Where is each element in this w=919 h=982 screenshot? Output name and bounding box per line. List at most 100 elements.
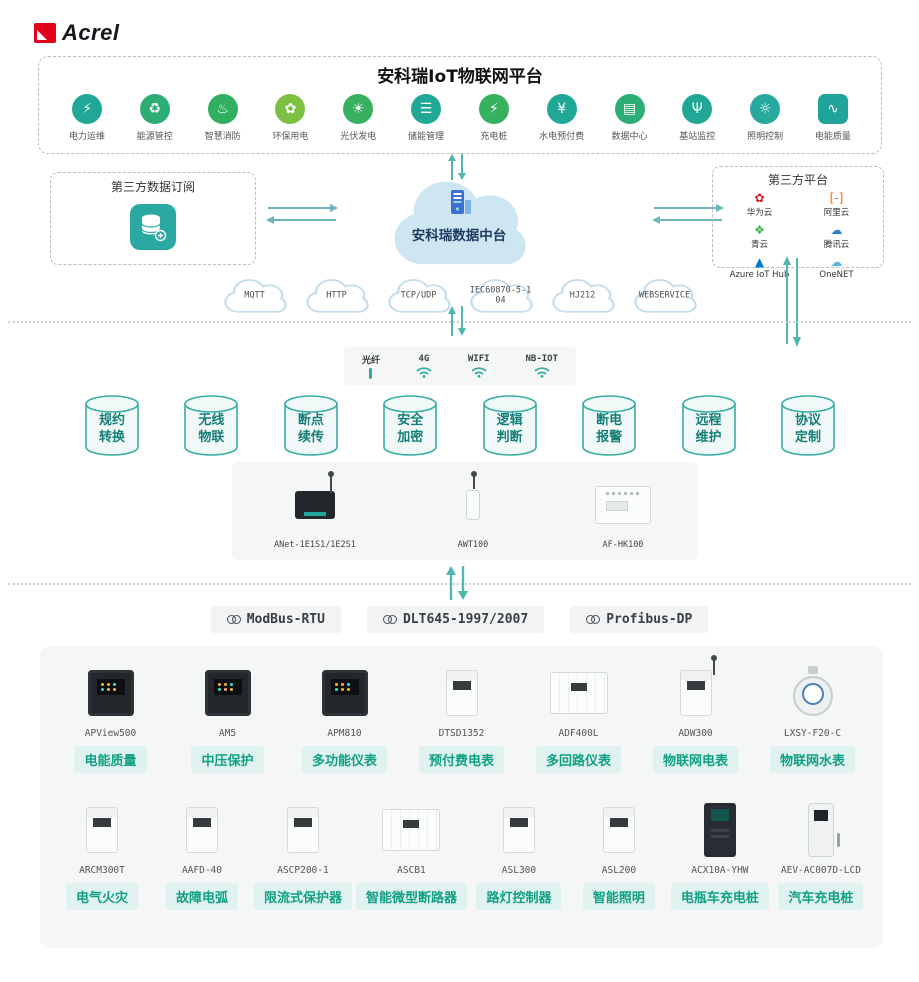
platform-title: 安科瑞IoT物联网平台 bbox=[377, 67, 543, 87]
cloud-outline-icon bbox=[223, 279, 287, 313]
device-screen bbox=[403, 820, 420, 828]
device-detail bbox=[605, 492, 642, 495]
product-category-chip: 汽车充电桩 bbox=[778, 883, 864, 910]
device-screen bbox=[213, 679, 242, 695]
app-label: 储能管理 bbox=[408, 132, 445, 142]
product-model: ASCB1 bbox=[397, 865, 426, 876]
app-icon: ✿ bbox=[275, 94, 306, 124]
product-row-1: APView500 电能质量 AM5 中压保护 bbox=[40, 655, 883, 773]
product-model: AEV-AC007D-LCD bbox=[780, 865, 861, 876]
product-model: APM810 bbox=[327, 728, 362, 739]
updown-arrow-bottom bbox=[446, 566, 468, 600]
bus-protocol-label: ModBus-RTU bbox=[246, 612, 325, 627]
product-section: APView500 电能质量 AM5 中压保护 bbox=[40, 646, 883, 948]
product-category-chip: 物联网水表 bbox=[769, 746, 855, 773]
gateway-model: AF-HK100 bbox=[602, 540, 644, 550]
capability-cylinder: 远程 维护 bbox=[681, 394, 737, 458]
acrel-logo: Acrel bbox=[34, 20, 120, 46]
app-label: 环保用电 bbox=[272, 132, 309, 142]
vendor-name: 腾讯云 bbox=[823, 240, 850, 250]
connectivity-item: 光纤 bbox=[362, 353, 380, 379]
capability-cylinder: 断电 报警 bbox=[581, 394, 637, 458]
product-item: DTSD1352 预付费电表 bbox=[414, 664, 510, 773]
capability-line2: 报警 bbox=[596, 430, 623, 445]
product-image bbox=[663, 655, 729, 722]
dashed-divider-lower bbox=[8, 583, 911, 585]
capability-cylinder: 逻辑 判断 bbox=[482, 394, 538, 458]
app-icon: ¥ bbox=[546, 94, 577, 124]
vendor-item: ✿ 华为云 bbox=[721, 192, 798, 218]
product-image bbox=[780, 664, 846, 722]
vendor-item: [-] 阿里云 bbox=[798, 192, 875, 218]
capability-line2: 判断 bbox=[496, 430, 523, 445]
device-screen bbox=[452, 681, 471, 690]
connectivity-label: WIFI bbox=[467, 354, 490, 364]
product-item: ASCB1 智能微型断路器 bbox=[355, 801, 467, 910]
app-icon-glyph: ♻ bbox=[148, 101, 162, 117]
updown-arrow-middle bbox=[448, 306, 466, 336]
cloud-shape bbox=[394, 181, 526, 265]
link-icon bbox=[226, 614, 241, 625]
product-item: AM5 中压保护 bbox=[180, 664, 276, 773]
protocol-cloud-label: MQTT bbox=[244, 290, 265, 301]
app-label: 照明控制 bbox=[747, 132, 784, 142]
app-icon-glyph: ▤ bbox=[622, 101, 637, 117]
wifi-icon bbox=[534, 367, 550, 378]
product-category-chip: 电瓶车充电桩 bbox=[670, 883, 769, 910]
cloud-outline-icon bbox=[387, 279, 451, 313]
app-label: 智慧消防 bbox=[204, 132, 241, 142]
app-item: ∿ 电能质量 bbox=[801, 94, 865, 142]
app-icon: Ψ bbox=[682, 94, 713, 124]
app-label: 充电桩 bbox=[480, 132, 508, 142]
app-icon-glyph: Ψ bbox=[691, 101, 703, 117]
protocol-cloud-label: HJ212 bbox=[569, 290, 596, 301]
app-icon: ☀ bbox=[343, 94, 374, 124]
device-detail bbox=[836, 833, 840, 847]
device-screen bbox=[605, 501, 628, 511]
capability-label: 安全 加密 bbox=[382, 412, 438, 446]
antenna-icon bbox=[710, 655, 717, 675]
device-screen bbox=[330, 679, 359, 695]
product-item: APM810 多功能仪表 bbox=[297, 664, 393, 773]
product-image bbox=[788, 801, 854, 859]
product-model: AM5 bbox=[218, 728, 237, 739]
capability-line1: 无线 bbox=[198, 413, 225, 428]
vendor-logo-icon: ❖ bbox=[754, 223, 765, 237]
cylinder-icon bbox=[781, 395, 835, 456]
product-image bbox=[69, 801, 135, 859]
connectivity-label: NB-IOT bbox=[525, 354, 558, 364]
cloud-outline-icon bbox=[469, 279, 533, 313]
gateway-device-image bbox=[590, 476, 656, 534]
product-category-chip: 路灯控制器 bbox=[476, 883, 562, 910]
product-category-chip: 智能照明 bbox=[582, 883, 655, 910]
vendor-grid: ✿ 华为云 [-] 阿里云 ❖ 青云 ☁ 腾讯云 bbox=[713, 188, 883, 280]
bus-protocol-chip: DLT645-1997/2007 bbox=[366, 606, 545, 633]
product-category-chip: 限流式保护器 bbox=[253, 883, 352, 910]
app-icon: ☰ bbox=[411, 94, 442, 124]
fiber-icon bbox=[369, 368, 373, 379]
product-image bbox=[586, 801, 652, 859]
platform-section: 安科瑞IoT物联网平台 ⚡ 电力运维 ♻ 能源管控 bbox=[38, 56, 882, 154]
dashed-divider-upper bbox=[8, 321, 911, 323]
device-screen bbox=[710, 809, 729, 821]
capability-line1: 安全 bbox=[397, 413, 424, 428]
product-category-chip: 物联网电表 bbox=[652, 746, 738, 773]
data-center-cloud: 安科瑞数据中台 bbox=[374, 166, 544, 270]
capability-label: 协议 定制 bbox=[780, 412, 836, 446]
database-add-icon bbox=[130, 204, 176, 250]
device-screen bbox=[609, 818, 628, 827]
third-party-subscribe-section: 第三方数据订阅 bbox=[50, 172, 256, 265]
gateway-item: AF-HK100 bbox=[590, 476, 656, 550]
product-image bbox=[312, 664, 378, 722]
protocol-cloud-label: IEC60870-5-104 bbox=[469, 285, 532, 305]
product-item: LXSY-F20-C 物联网水表 bbox=[765, 664, 861, 773]
protocol-cloud: WEBSERVICE bbox=[626, 274, 704, 314]
protocol-cloud-row: MQTT HTTP TCP/UDP IEC60870-5-104 bbox=[0, 274, 919, 314]
device-screen bbox=[303, 512, 326, 516]
device-screen bbox=[570, 683, 587, 691]
vendor-name: 华为云 bbox=[746, 208, 773, 218]
device-screen bbox=[96, 679, 125, 695]
bus-protocol-label: Profibus-DP bbox=[606, 612, 693, 627]
capability-line1: 断点 bbox=[297, 413, 324, 428]
product-model: ADW300 bbox=[678, 728, 713, 739]
